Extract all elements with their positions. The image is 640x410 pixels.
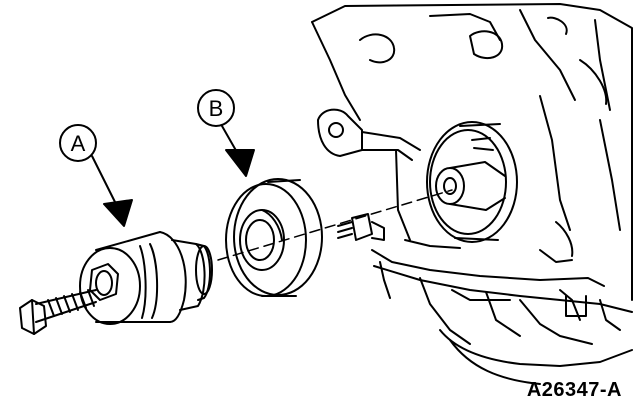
alignment-centerline bbox=[217, 189, 453, 261]
seal-installer-tool bbox=[19, 231, 213, 335]
callout-a bbox=[59, 124, 133, 227]
callout-a-label: A bbox=[71, 131, 86, 156]
figure-id: A26347-A bbox=[526, 379, 622, 401]
callout-b-label: B bbox=[209, 96, 224, 121]
callout-b bbox=[197, 89, 255, 177]
engine-block bbox=[311, 3, 633, 385]
callout-a-arrowhead bbox=[103, 199, 133, 227]
crankshaft-seal bbox=[225, 178, 323, 297]
callout-b-arrowhead bbox=[225, 149, 255, 177]
